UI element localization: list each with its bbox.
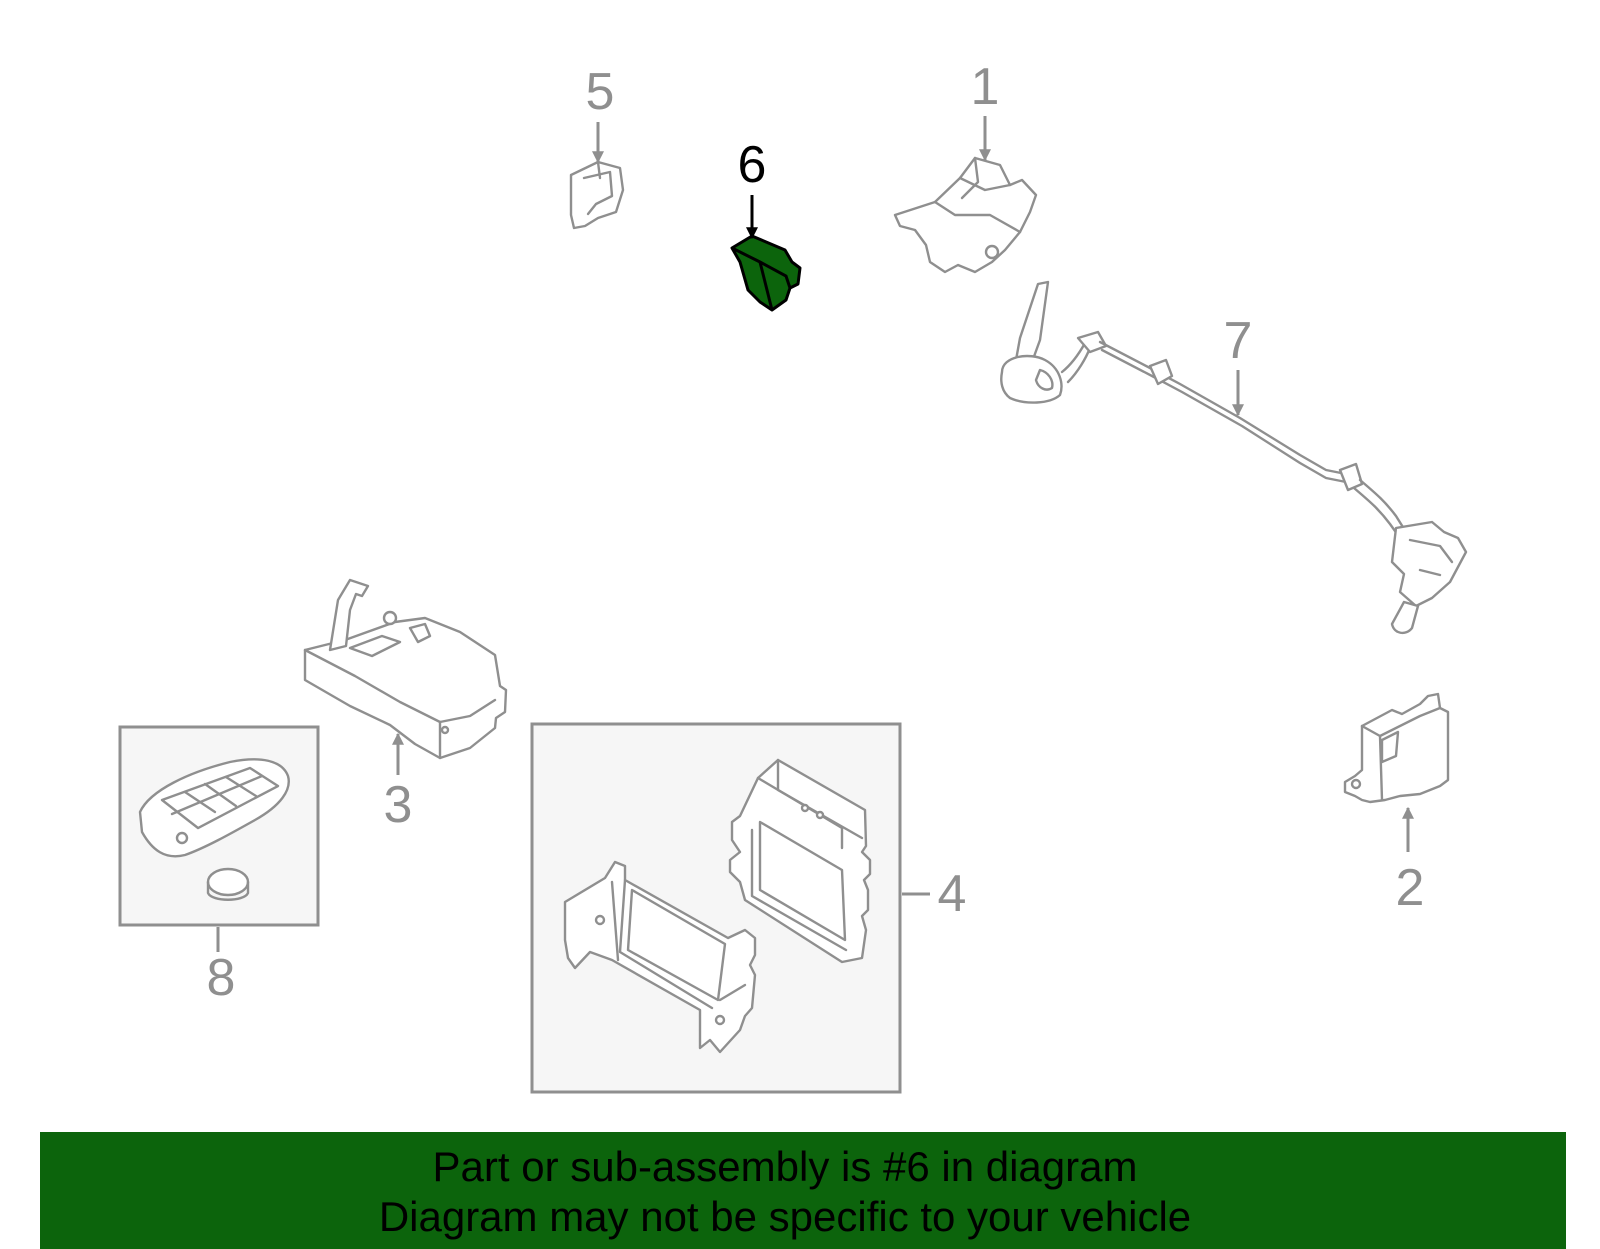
part-6-module[interactable] <box>730 234 802 312</box>
banner-line-2: Diagram may not be specific to your vehi… <box>378 1193 1192 1240</box>
part-1-module[interactable] <box>893 156 1038 274</box>
callout-5: 5 <box>586 63 615 121</box>
callout-8: 8 <box>207 949 236 1007</box>
part-2-module[interactable] <box>1343 692 1450 804</box>
callout-1: 1 <box>971 58 1000 116</box>
callout-7: 7 <box>1224 312 1253 370</box>
part-7-antenna-harness[interactable] <box>1000 280 1468 635</box>
callout-6: 6 <box>738 136 767 194</box>
banner-line-1: Part or sub-assembly is #6 in diagram <box>432 1143 1138 1190</box>
info-banner: Part or sub-assembly is #6 in diagram Di… <box>40 1132 1566 1249</box>
callout-2: 2 <box>1396 859 1425 917</box>
part-5-bracket[interactable] <box>569 160 625 230</box>
part-8-key-fob[interactable] <box>138 758 290 901</box>
callout-4: 4 <box>938 865 967 923</box>
part-4-ecu-assembly[interactable] <box>563 758 872 1054</box>
part-3-control-unit[interactable] <box>303 578 508 760</box>
callout-3: 3 <box>384 776 413 834</box>
